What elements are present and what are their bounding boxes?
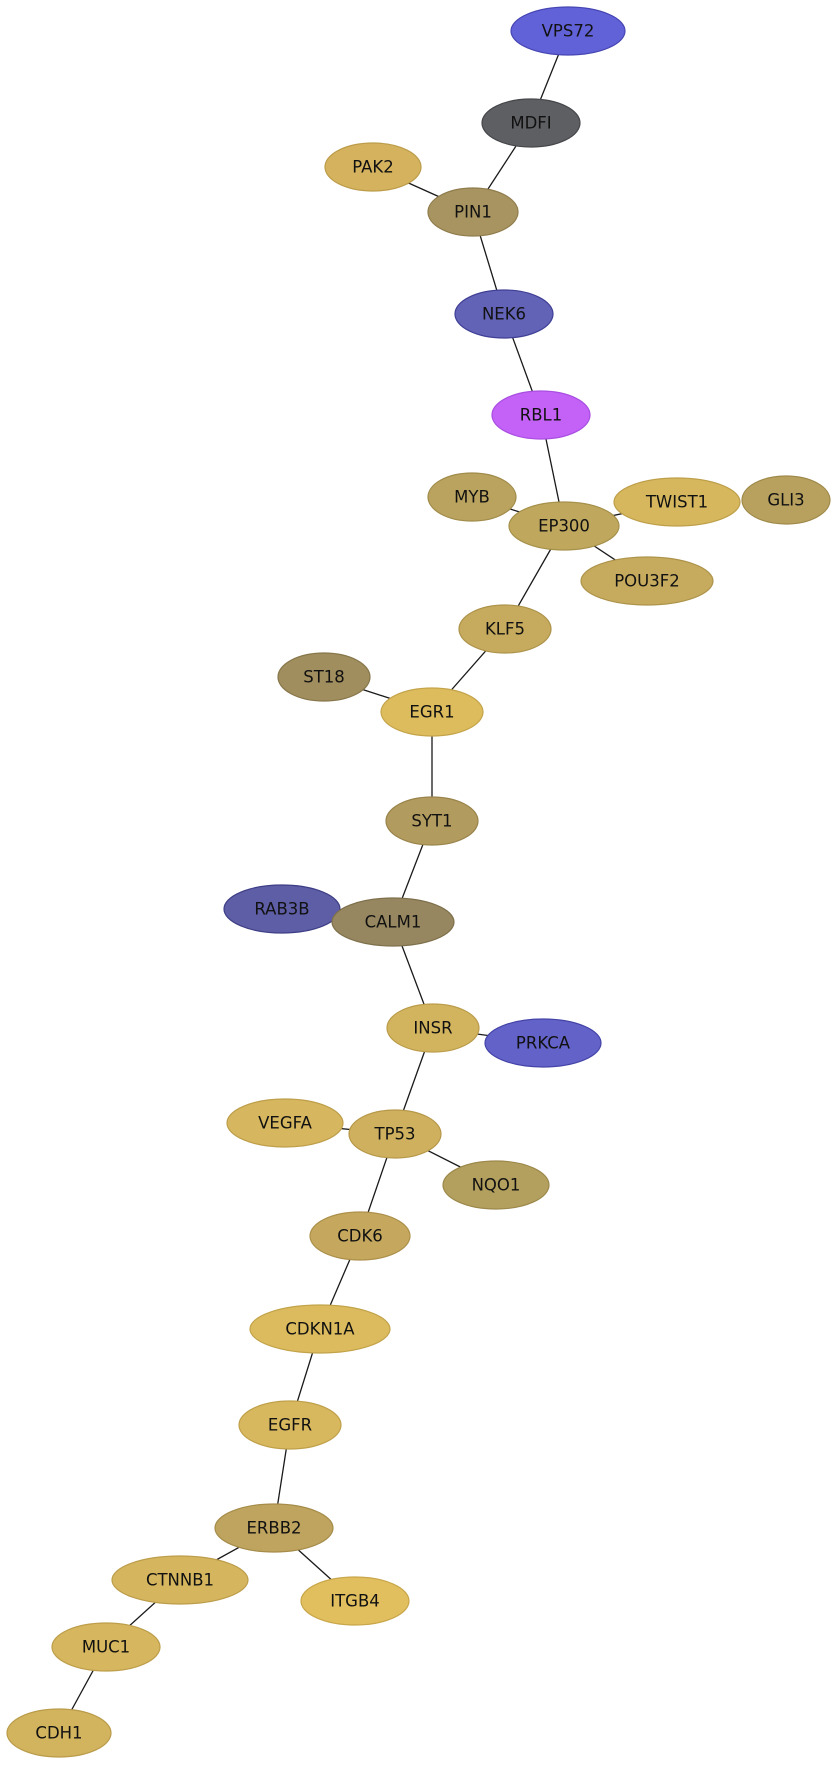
node-shape-itgb4 <box>300 1576 410 1626</box>
node-label-calm1: CALM1 <box>365 913 422 932</box>
node-insr[interactable]: INSR <box>386 1003 480 1053</box>
node-vps72[interactable]: VPS72 <box>510 6 626 56</box>
node-shape-calm1 <box>331 897 455 947</box>
node-mdfi[interactable]: MDFI <box>481 98 581 148</box>
node-shape-ctnnb1 <box>111 1555 249 1605</box>
node-egr1[interactable]: EGR1 <box>380 687 484 737</box>
node-shape-tp53 <box>348 1109 442 1159</box>
node-twist1[interactable]: TWIST1 <box>613 477 741 527</box>
node-egfr[interactable]: EGFR <box>238 1400 342 1450</box>
node-shape-egr1 <box>380 687 484 737</box>
network-edges <box>58 30 678 1734</box>
node-calm1[interactable]: CALM1 <box>331 897 455 947</box>
node-itgb4[interactable]: ITGB4 <box>300 1576 410 1626</box>
node-syt1[interactable]: SYT1 <box>385 796 479 846</box>
node-label-twist1: TWIST1 <box>645 493 708 512</box>
node-shape-nek6 <box>454 289 554 339</box>
node-label-ep300: EP300 <box>538 517 590 536</box>
node-shape-ep300 <box>508 501 620 551</box>
node-pak2[interactable]: PAK2 <box>324 142 422 192</box>
node-ctnnb1[interactable]: CTNNB1 <box>111 1555 249 1605</box>
node-shape-st18 <box>277 652 371 702</box>
node-label-ctnnb1: CTNNB1 <box>146 1571 214 1590</box>
node-tp53[interactable]: TP53 <box>348 1109 442 1159</box>
node-label-myb: MYB <box>454 488 490 507</box>
node-shape-rab3b <box>223 884 341 934</box>
node-label-rbl1: RBL1 <box>520 406 562 425</box>
node-shape-mdfi <box>481 98 581 148</box>
node-myb[interactable]: MYB <box>427 472 517 522</box>
node-gli3[interactable]: GLI3 <box>741 475 831 525</box>
node-shape-pin1 <box>427 187 519 237</box>
node-shape-pou3f2 <box>580 556 714 606</box>
node-st18[interactable]: ST18 <box>277 652 371 702</box>
node-label-vegfa: VEGFA <box>258 1114 312 1133</box>
node-label-insr: INSR <box>413 1019 452 1038</box>
node-muc1[interactable]: MUC1 <box>51 1622 161 1672</box>
node-pou3f2[interactable]: POU3F2 <box>580 556 714 606</box>
node-rbl1[interactable]: RBL1 <box>491 390 591 440</box>
node-label-nek6: NEK6 <box>482 305 526 324</box>
node-cdk6[interactable]: CDK6 <box>309 1211 411 1261</box>
node-label-cdh1: CDH1 <box>35 1724 82 1743</box>
node-shape-cdk6 <box>309 1211 411 1261</box>
node-shape-klf5 <box>458 604 552 654</box>
node-cdkn1a[interactable]: CDKN1A <box>249 1304 391 1354</box>
node-erbb2[interactable]: ERBB2 <box>214 1503 334 1553</box>
node-label-cdk6: CDK6 <box>337 1227 383 1246</box>
node-nek6[interactable]: NEK6 <box>454 289 554 339</box>
node-shape-egfr <box>238 1400 342 1450</box>
node-label-klf5: KLF5 <box>485 620 525 639</box>
node-shape-gli3 <box>741 475 831 525</box>
node-prkca[interactable]: PRKCA <box>484 1018 602 1068</box>
node-label-muc1: MUC1 <box>82 1638 130 1657</box>
node-shape-twist1 <box>613 477 741 527</box>
node-label-syt1: SYT1 <box>411 812 452 831</box>
node-shape-muc1 <box>51 1622 161 1672</box>
node-shape-syt1 <box>385 796 479 846</box>
node-shape-insr <box>386 1003 480 1053</box>
node-shape-prkca <box>484 1018 602 1068</box>
node-shape-cdh1 <box>6 1708 112 1758</box>
node-label-rab3b: RAB3B <box>254 900 309 919</box>
node-rab3b[interactable]: RAB3B <box>223 884 341 934</box>
node-label-vps72: VPS72 <box>542 22 595 41</box>
node-label-itgb4: ITGB4 <box>330 1592 380 1611</box>
node-pin1[interactable]: PIN1 <box>427 187 519 237</box>
node-klf5[interactable]: KLF5 <box>458 604 552 654</box>
node-nqo1[interactable]: NQO1 <box>442 1160 550 1210</box>
node-vegfa[interactable]: VEGFA <box>226 1098 344 1148</box>
node-shape-vps72 <box>510 6 626 56</box>
node-label-pak2: PAK2 <box>352 158 394 177</box>
node-label-pou3f2: POU3F2 <box>614 572 680 591</box>
node-shape-nqo1 <box>442 1160 550 1210</box>
node-label-egr1: EGR1 <box>409 703 454 722</box>
node-label-erbb2: ERBB2 <box>246 1519 301 1538</box>
node-shape-vegfa <box>226 1098 344 1148</box>
node-shape-rbl1 <box>491 390 591 440</box>
node-label-pin1: PIN1 <box>454 203 492 222</box>
node-shape-erbb2 <box>214 1503 334 1553</box>
node-ep300[interactable]: EP300 <box>508 501 620 551</box>
node-shape-cdkn1a <box>249 1304 391 1354</box>
node-label-cdkn1a: CDKN1A <box>285 1320 355 1339</box>
node-shape-pak2 <box>324 142 422 192</box>
node-label-nqo1: NQO1 <box>472 1176 521 1195</box>
node-label-prkca: PRKCA <box>516 1034 571 1053</box>
node-label-egfr: EGFR <box>268 1416 312 1435</box>
node-cdh1[interactable]: CDH1 <box>6 1708 112 1758</box>
node-shape-myb <box>427 472 517 522</box>
node-label-st18: ST18 <box>303 668 345 687</box>
node-label-gli3: GLI3 <box>767 491 804 510</box>
node-label-mdfi: MDFI <box>510 114 551 133</box>
node-label-tp53: TP53 <box>373 1125 415 1144</box>
